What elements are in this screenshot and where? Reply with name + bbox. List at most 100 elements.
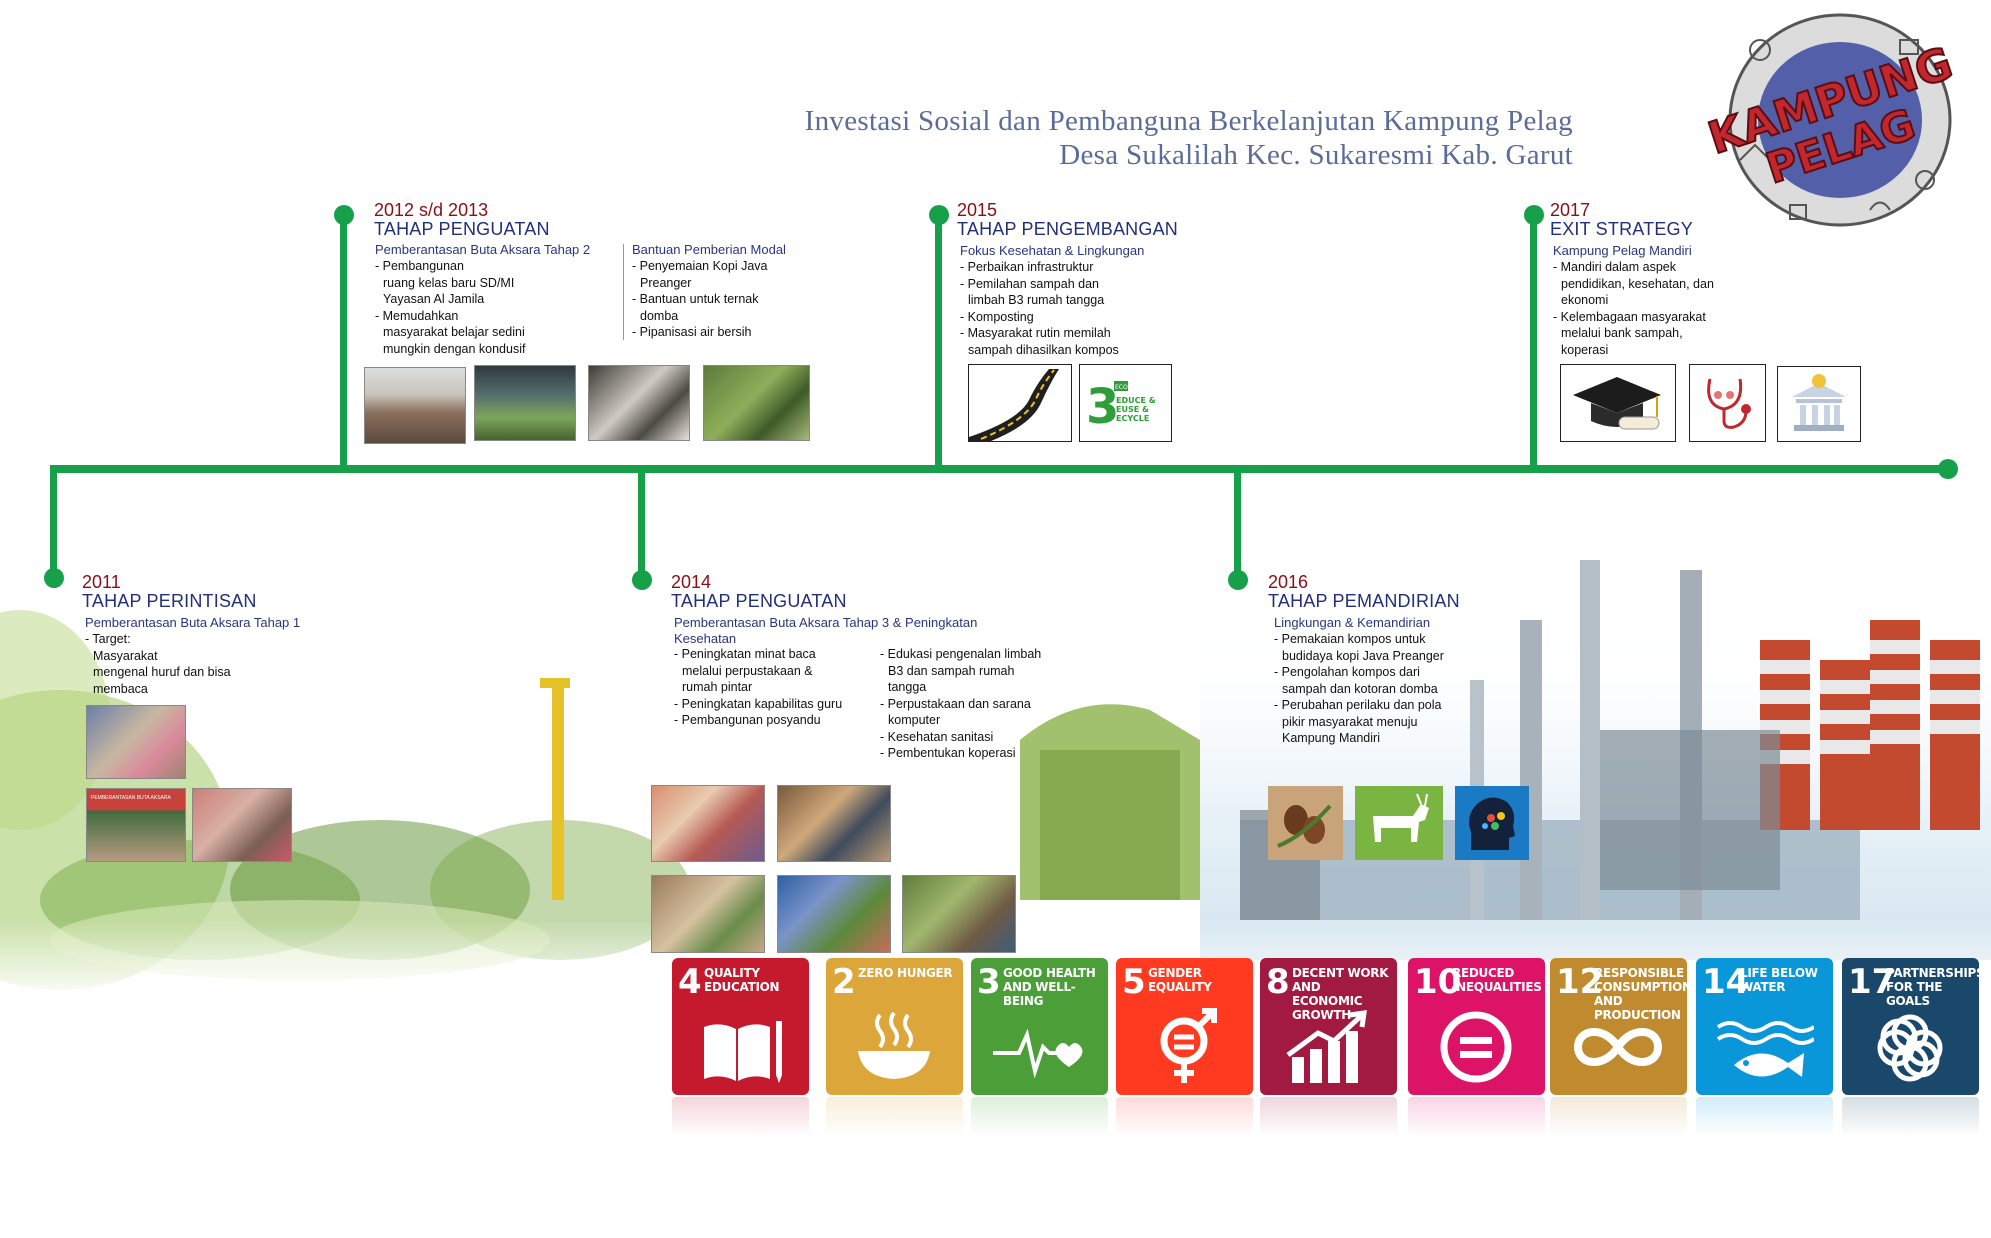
milestone-year: 2016	[1268, 572, 1309, 592]
sdg-number: 17	[1848, 962, 1896, 1002]
photo-sanitation	[902, 875, 1016, 953]
timeline-connector-2015	[935, 214, 942, 469]
sdg-number: 8	[1266, 962, 1290, 1002]
photo-community-event	[777, 875, 891, 953]
milestone-2012: 2012 s/d 2013 TAHAP PENGUATAN	[374, 201, 814, 239]
page-title: Investasi Sosial dan Pembanguna Berkelan…	[560, 104, 1573, 172]
milestone-items: - Pemakaian kompos untuk budidaya kopi J…	[1274, 632, 1444, 745]
sdg-number: 4	[678, 962, 702, 1002]
milestone-2016: 2016 TAHAP PEMANDIRIAN Lingkungan & Kema…	[1268, 573, 1588, 747]
photo-literacy-banner: PEMBERANTASAN BUTA AKSARA	[86, 788, 186, 862]
timeline-connector-2017	[1530, 214, 1537, 469]
sdg-label: QUALITY EDUCATION	[704, 966, 780, 994]
timeline-dot-2011	[44, 568, 64, 588]
sdg-reflection	[1842, 1097, 1979, 1137]
sdg-label: LIFE BELOW WATER	[1740, 966, 1818, 994]
milestone-subtitle: Fokus Kesehatan & Lingkungan	[960, 243, 1145, 258]
milestone-2014: 2014 TAHAP PENGUATAN Pemberantasan Buta …	[671, 573, 1091, 647]
milestone-2012-col2: Bantuan Pemberian Modal - Penyemaian Kop…	[632, 242, 832, 341]
recycle-3r-icon: 3 ECO EDUCE & EUSE & ECYCLE	[1079, 364, 1172, 442]
milestone-subtitle: Lingkungan & Kemandirian	[1274, 615, 1431, 630]
sdg-label: RESPONSIBLE CONSUMPTION AND PRODUCTION	[1594, 966, 1687, 1022]
milestone-items: - Target: Masyarakat mengenal huruf dan …	[85, 632, 231, 696]
milestone-subtitle-continued: Kesehatan	[674, 631, 737, 646]
timeline-axis	[50, 465, 1950, 473]
sdg-reflection	[826, 1097, 963, 1137]
milestone-phase: TAHAP PEMANDIRIAN	[1268, 591, 1460, 611]
kampung-pelag-logo: KAMPUNG PELAG	[1701, 13, 1960, 227]
milestone-2011: 2011 TAHAP PERINTISAN Pemberantasan Buta…	[82, 573, 342, 697]
photo-water-pipeline	[703, 365, 810, 441]
timeline-connector-2016	[1234, 470, 1241, 580]
svg-text:3: 3	[1086, 379, 1119, 435]
road-infrastructure-icon	[968, 364, 1072, 442]
svg-text:ECYCLE: ECYCLE	[1116, 414, 1149, 423]
milestone-items: - Perbaikan infrastruktur - Pemilahan sa…	[960, 260, 1119, 357]
sdg-reflection	[1696, 1097, 1833, 1137]
sdg-number: 2	[832, 962, 856, 1002]
milestone-items: - Mandiri dalam aspek pendidikan, keseha…	[1553, 260, 1714, 357]
milestone-phase: TAHAP PENGEMBANGAN	[957, 219, 1178, 239]
photo-posyandu	[651, 875, 765, 953]
banner-text: PEMBERANTASAN BUTA AKSARA	[91, 795, 171, 801]
title-line-1: Investasi Sosial dan Pembanguna Berkelan…	[804, 105, 1573, 137]
sdg-number: 5	[1122, 962, 1146, 1002]
photo-classroom-construction	[364, 367, 466, 444]
sdg-number: 10	[1414, 962, 1462, 1002]
sdg-label: GENDER EQUALITY	[1148, 966, 1212, 994]
bank-institution-icon	[1777, 366, 1861, 442]
milestone-2015: 2015 TAHAP PENGEMBANGAN Fokus Kesehatan …	[957, 201, 1257, 358]
milestone-phase: TAHAP PENGUATAN	[671, 591, 847, 611]
timeline-connector-2014	[638, 470, 645, 580]
timeline-dot-2015	[929, 205, 949, 225]
svg-text:EUSE &: EUSE &	[1116, 405, 1149, 414]
milestone-phase: TAHAP PERINTISAN	[82, 591, 257, 611]
sdg-reflection	[1116, 1097, 1253, 1137]
graduation-cap-icon	[1560, 364, 1676, 442]
timeline-connector-2012	[340, 214, 347, 469]
timeline-end-dot	[1938, 459, 1958, 479]
sdg-reflection	[672, 1097, 809, 1137]
milestone-items: - Penyemaian Kopi Java Preanger - Bantua…	[632, 259, 768, 339]
timeline-connector-2011	[50, 470, 57, 580]
sdg-reflection	[971, 1097, 1108, 1137]
milestone-2014-col1: - Peningkatan minat baca melalui perpust…	[674, 647, 843, 727]
milestone-year: 2015	[957, 200, 998, 220]
milestone-year: 2014	[671, 572, 712, 592]
sdg-reflection	[1408, 1097, 1545, 1137]
timeline-dot-2017	[1524, 205, 1544, 225]
sdg-label: DECENT WORK AND ECONOMIC GROWTH	[1292, 966, 1389, 1022]
timeline-dot-2012	[334, 205, 354, 225]
milestone-year: 2011	[82, 572, 121, 592]
milestone-items: - Pembangunan ruang kelas baru SD/MI Yay…	[375, 259, 526, 356]
health-stethoscope-icon	[1689, 364, 1766, 442]
milestone-year: 2012 s/d 2013	[374, 200, 489, 220]
milestone-subtitle: Pemberantasan Buta Aksara Tahap 1	[85, 615, 301, 630]
timeline-dot-2016	[1228, 570, 1248, 590]
sdg-reflection	[1260, 1097, 1397, 1137]
milestone-subtitle: Bantuan Pemberian Modal	[632, 242, 786, 257]
sdg-label: PARTNERSHIPS FOR THE GOALS	[1886, 966, 1979, 1008]
photo-computer-lab	[777, 785, 891, 862]
milestone-2014-col2: - Edukasi pengenalan limbah B3 dan sampa…	[880, 647, 1042, 760]
svg-text:EDUCE &: EDUCE &	[1116, 396, 1156, 405]
milestone-2017: 2017 EXIT STRATEGY Kampung Pelag Mandiri…	[1550, 201, 1810, 358]
photo-coffee-nursery	[474, 365, 576, 441]
milestone-year: 2017	[1550, 200, 1591, 220]
milestone-subtitle: Kampung Pelag Mandiri	[1553, 243, 1692, 258]
sdg-number: 14	[1702, 962, 1750, 1002]
goat-icon	[1355, 786, 1443, 860]
sdg-label: REDUCED INEQUALITIES	[1452, 966, 1542, 994]
photo-literacy-class-1	[86, 705, 186, 779]
sdg-label: GOOD HEALTH AND WELL-BEING	[1003, 966, 1096, 1008]
photo-reading-activity	[651, 785, 765, 862]
sdg-number: 12	[1556, 962, 1604, 1002]
